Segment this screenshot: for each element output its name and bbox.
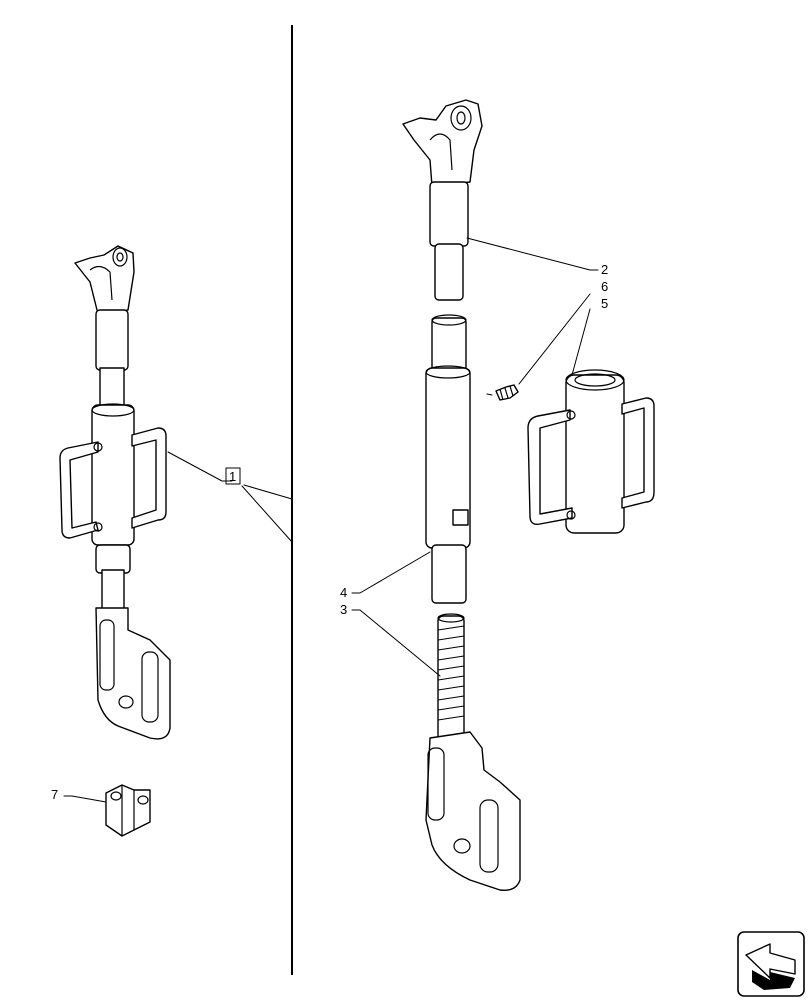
callout-1: 1 (229, 469, 236, 484)
callout-7: 7 (51, 787, 58, 802)
tube-part-drawing (425, 314, 471, 604)
callout-3: 3 (340, 602, 347, 617)
threaded-yoke-drawing (425, 613, 521, 891)
clip-part-drawing (105, 784, 151, 837)
callout-5: 5 (601, 296, 608, 311)
callout-6: 6 (601, 279, 608, 294)
back-arrow-icon[interactable] (737, 931, 805, 997)
upper-yoke-rod-drawing (402, 99, 483, 301)
callout-box (225, 467, 241, 485)
full-assembly-drawing (59, 245, 171, 740)
grease-nipple-drawing (486, 384, 519, 401)
handle-tube-drawing (527, 369, 655, 534)
callout-2: 2 (601, 262, 608, 277)
callout-4: 4 (340, 585, 347, 600)
leader-lines (63, 237, 599, 803)
